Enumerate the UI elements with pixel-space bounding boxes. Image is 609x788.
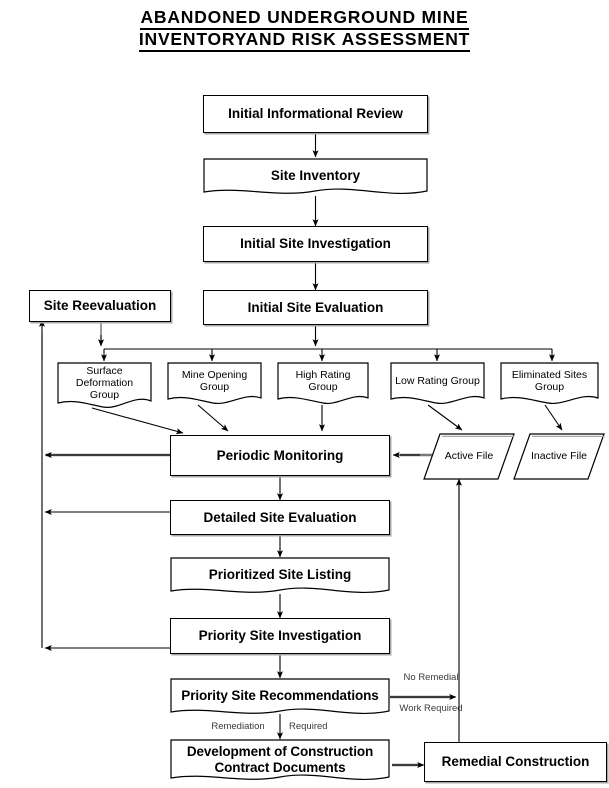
node-label: Mine Opening Group (181, 369, 248, 393)
node-site-inventory[interactable]: Site Inventory (203, 158, 428, 201)
node-detailed-site-evaluation[interactable]: Detailed Site Evaluation (170, 500, 390, 535)
node-prioritized-site-listing[interactable]: Prioritized Site Listing (170, 557, 390, 600)
node-label: Periodic Monitoring (216, 447, 344, 463)
node-priority-site-recommendations[interactable]: Priority Site Recommendations (170, 678, 390, 722)
node-label: Detailed Site Evaluation (203, 509, 357, 525)
node-label: High Rating Group (295, 369, 351, 393)
node-label: Site Reevaluation (43, 298, 157, 314)
document-shape (167, 362, 262, 404)
node-mine-opening-group[interactable]: Mine Opening Group (167, 362, 262, 408)
node-label: Development of Construction Contract Doc… (186, 744, 374, 775)
node-label: Site Inventory (270, 167, 361, 183)
node-eliminated-sites-group[interactable]: Eliminated Sites Group (500, 362, 599, 408)
node-site-reevaluation[interactable]: Site Reevaluation (29, 290, 171, 322)
node-remedial-construction[interactable]: Remedial Construction (424, 742, 607, 782)
document-shape (277, 362, 369, 404)
node-label: Prioritized Site Listing (208, 566, 352, 582)
edge-mineopening-to-monitoring (197, 404, 229, 432)
node-label: Remedial Construction (441, 754, 590, 770)
node-label: Initial Site Evaluation (247, 299, 384, 315)
document-shape (170, 739, 390, 780)
document-shape (500, 362, 599, 404)
edge-label-remediation-text: Remediation (211, 721, 265, 732)
edge-label-no-remedial-text: No Remedial (403, 672, 459, 683)
node-development-of-construction-contract-documents[interactable]: Development of Construction Contract Doc… (170, 739, 390, 788)
node-label: Priority Site Investigation (198, 628, 362, 644)
edge-label-no-remedial: No Remedial (398, 672, 464, 684)
edge-label-work-required: Work Required (398, 703, 464, 715)
node-label: Surface Deformation Group (75, 365, 134, 401)
title-line-2: INVENTORYAND RISK ASSESSMENT (0, 28, 609, 52)
node-label: Eliminated Sites Group (511, 369, 588, 393)
node-label: Priority Site Recommendations (181, 687, 379, 703)
title-line-2-text: INVENTORYAND RISK ASSESSMENT (138, 29, 471, 52)
node-label: Initial Site Investigation (240, 236, 391, 252)
page-title: ABANDONED UNDERGROUND MINE INVENTORYAND … (0, 6, 609, 52)
edge-label-required-text: Required (289, 721, 328, 732)
node-initial-site-evaluation[interactable]: Initial Site Evaluation (203, 290, 428, 325)
node-priority-site-investigation[interactable]: Priority Site Investigation (170, 618, 390, 654)
node-periodic-monitoring[interactable]: Periodic Monitoring (170, 435, 390, 476)
node-label: Active File (444, 449, 494, 462)
document-shape (57, 362, 152, 408)
node-initial-site-investigation[interactable]: Initial Site Investigation (203, 226, 428, 262)
node-inactive-file[interactable]: Inactive File (513, 433, 605, 480)
document-shape (170, 678, 390, 714)
node-active-file[interactable]: Active File (423, 433, 515, 480)
edge-label-work-required-text: Work Required (399, 703, 463, 714)
node-high-rating-group[interactable]: High Rating Group (277, 362, 369, 408)
node-label: Initial Informational Review (228, 106, 403, 122)
edge-label-remediation: Remediation (205, 721, 271, 733)
node-label: Inactive File (530, 449, 588, 462)
edge-lowrating-to-activefile (427, 404, 463, 431)
document-shape (390, 362, 485, 404)
document-shape (170, 557, 390, 593)
parallelogram-shape (423, 433, 515, 480)
node-surface-deformation-group[interactable]: Surface Deformation Group (57, 362, 152, 412)
edge-label-required: Required (289, 721, 349, 733)
parallelogram-shape (513, 433, 605, 480)
document-shape (203, 158, 428, 194)
edge-eliminated-to-inactivefile (544, 404, 563, 431)
title-line-1-text: ABANDONED UNDERGROUND MINE (140, 7, 469, 30)
title-line-1: ABANDONED UNDERGROUND MINE (0, 6, 609, 30)
node-initial-informational-review[interactable]: Initial Informational Review (203, 95, 428, 133)
node-low-rating-group[interactable]: Low Rating Group (390, 362, 485, 408)
node-label: Low Rating Group (395, 375, 480, 388)
